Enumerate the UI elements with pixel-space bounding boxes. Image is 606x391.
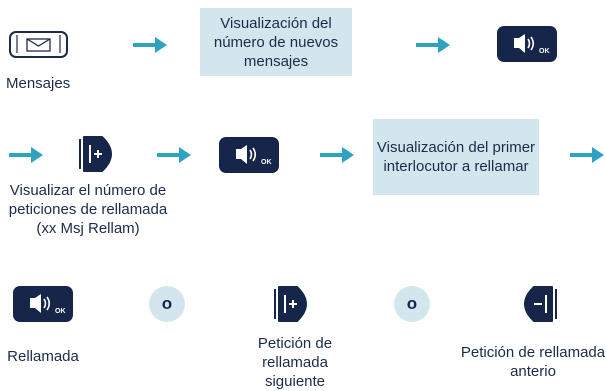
message-key[interactable]	[9, 31, 68, 58]
previous-key[interactable]	[512, 285, 558, 323]
flow-arrow	[416, 37, 450, 53]
previous-request-label: Petición de rellamada anterio	[460, 344, 606, 380]
new-messages-box: Visualización del número de nuevos mensa…	[200, 8, 352, 76]
first-caller-box: Visualización del primer interlocutor a …	[373, 119, 539, 195]
flow-arrow	[320, 147, 354, 163]
speaker-icon: OK	[514, 34, 550, 55]
callback-label: Rellamada	[7, 348, 79, 365]
or-separator: o	[394, 286, 430, 322]
flow-arrow	[133, 37, 167, 53]
previous-icon	[524, 286, 557, 322]
flow-arrow	[570, 147, 604, 163]
speaker-icon: OK	[236, 145, 272, 166]
callback-count-label: Visualizar el número de peticiones de re…	[8, 182, 168, 237]
envelope-icon	[16, 35, 61, 53]
next-key[interactable]	[273, 285, 319, 323]
speaker-ok-key[interactable]: OK	[497, 26, 557, 62]
next-key[interactable]	[78, 135, 124, 173]
next-request-label: Petición de rellamada siguiente	[257, 335, 333, 390]
svg-text:OK: OK	[261, 159, 272, 166]
flow-arrow	[9, 147, 43, 163]
flow-arrow	[157, 147, 191, 163]
or-separator: o	[149, 286, 185, 322]
speaker-ok-key[interactable]: OK	[13, 286, 73, 322]
next-icon	[274, 286, 307, 322]
svg-text:OK: OK	[539, 48, 550, 55]
speaker-ok-key[interactable]: OK	[219, 137, 279, 173]
svg-text:OK: OK	[55, 308, 66, 315]
messages-label: Mensajes	[6, 75, 71, 92]
next-icon	[79, 136, 112, 172]
speaker-icon: OK	[30, 294, 66, 315]
